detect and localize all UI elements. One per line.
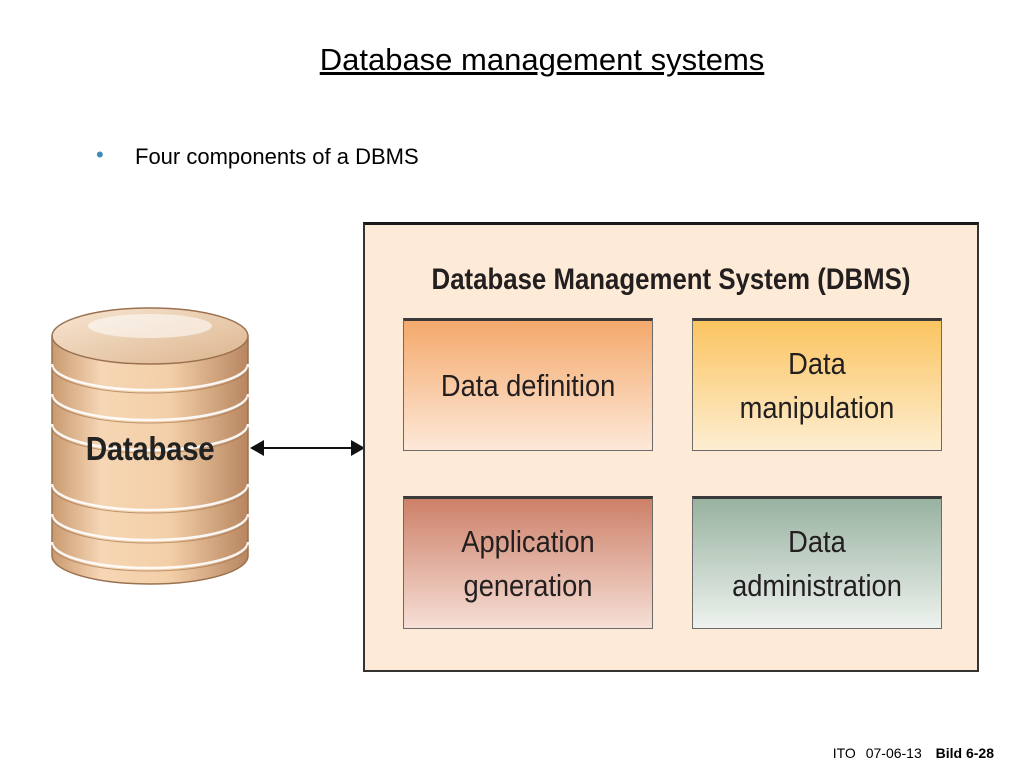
bullet-text: Four components of a DBMS bbox=[135, 144, 419, 169]
footer-slide-number: Bild 6-28 bbox=[935, 745, 994, 761]
database-cylinder-icon bbox=[50, 307, 250, 585]
component-label: Data definition bbox=[440, 367, 616, 403]
database-label: Database bbox=[85, 430, 215, 467]
component-label: Application generation bbox=[461, 523, 595, 603]
component-label: Data manipulation bbox=[739, 345, 895, 425]
dbms-frame: Database Management System (DBMS) Data d… bbox=[363, 222, 979, 672]
bullet-marker: • bbox=[96, 142, 104, 167]
database-cylinder: Database bbox=[50, 306, 250, 586]
dbms-title: Database Management System (DBMS) bbox=[431, 263, 911, 296]
footer-org: ITO bbox=[832, 745, 856, 761]
component-data-definition: Data definition bbox=[403, 318, 653, 451]
slide-title: Database management systems bbox=[319, 42, 765, 77]
footer-date: 07-06-13 bbox=[865, 745, 922, 761]
component-data-manipulation: Data manipulation bbox=[692, 318, 942, 451]
slide-footer: ITO 07-06-13 Bild 6-28 bbox=[827, 745, 994, 761]
component-label: Data administration bbox=[732, 523, 902, 603]
component-data-administration: Data administration bbox=[692, 496, 942, 629]
component-application-generation: Application generation bbox=[403, 496, 653, 629]
bidirectional-arrow-icon bbox=[250, 440, 365, 456]
